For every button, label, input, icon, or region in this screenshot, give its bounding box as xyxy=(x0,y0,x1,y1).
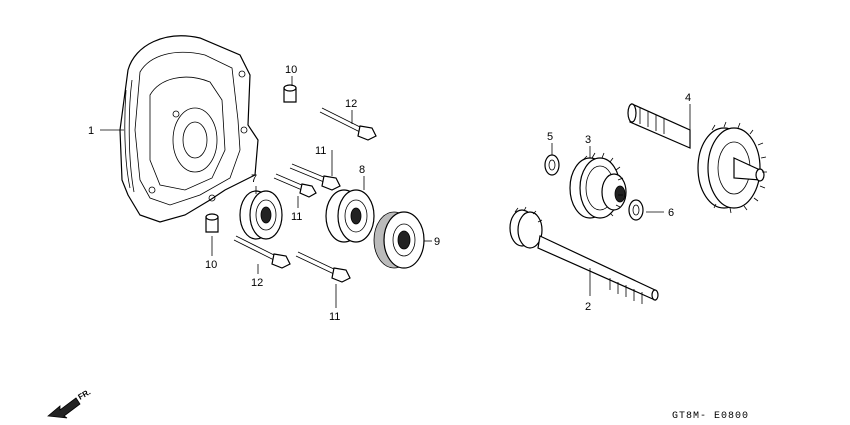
callout-5: 5 xyxy=(547,131,553,143)
callout-2: 2 xyxy=(585,301,591,313)
part-4-final-shaft xyxy=(627,103,767,214)
part-6-thrust-washer xyxy=(628,199,644,221)
part-2-drive-shaft xyxy=(509,206,659,304)
callout-7: 7 xyxy=(251,173,257,185)
callout-11-lower: 11 xyxy=(329,311,340,323)
part-8-ball-bearing xyxy=(325,189,375,243)
part-1-transmission-cover xyxy=(119,35,259,223)
part-12-flange-bolt-lower xyxy=(233,235,291,269)
part-7-ball-bearing xyxy=(239,190,283,240)
leader-lines xyxy=(100,76,691,308)
callout-11-upper: 11 xyxy=(315,145,326,157)
part-5-thrust-washer xyxy=(544,154,560,176)
part-11-bolt-c xyxy=(295,251,351,283)
part-3-countershaft-gear xyxy=(569,152,627,219)
callout-10-upper: 10 xyxy=(285,64,297,76)
diagram-code: GT8M- E0800 xyxy=(672,411,749,422)
callout-9: 9 xyxy=(434,236,440,248)
callout-3: 3 xyxy=(585,134,591,146)
callout-8: 8 xyxy=(359,164,365,176)
part-12-flange-bolt-upper xyxy=(319,107,377,141)
direction-label: FR. xyxy=(77,387,93,401)
callout-11-middle: 11 xyxy=(291,211,302,223)
callout-4: 4 xyxy=(685,92,691,104)
callout-1: 1 xyxy=(88,125,94,137)
callout-10-lower: 10 xyxy=(205,259,217,271)
callout-12-lower: 12 xyxy=(251,277,263,289)
part-9-oil-seal xyxy=(373,211,425,269)
callout-6: 6 xyxy=(668,207,674,219)
callout-12-upper: 12 xyxy=(345,98,357,110)
arrow-left-icon xyxy=(47,397,81,419)
part-11-bolt-a xyxy=(289,163,341,191)
part-10-dowel-pin-upper xyxy=(283,84,297,103)
front-direction-arrow: FR. xyxy=(47,387,93,419)
part-10-dowel-pin-lower xyxy=(205,213,219,233)
part-11-bolt-b xyxy=(273,173,317,198)
